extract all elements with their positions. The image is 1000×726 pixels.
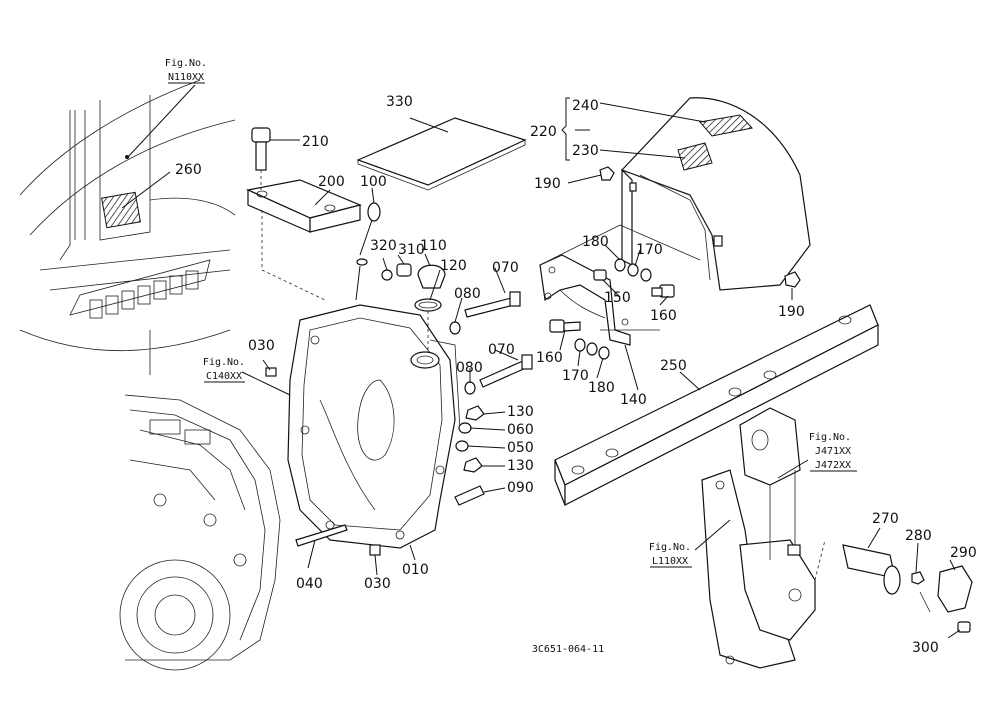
callout-240: 240 bbox=[572, 98, 599, 114]
manual-330 bbox=[356, 117, 527, 191]
bolt-070b bbox=[479, 359, 529, 388]
callout-170b: 170 bbox=[562, 368, 589, 384]
callout-110: 110 bbox=[420, 238, 447, 254]
dipstick-100 bbox=[367, 202, 381, 222]
callout-220: 220 bbox=[530, 124, 557, 140]
callout-150: 150 bbox=[604, 290, 631, 306]
callout-180b: 180 bbox=[588, 380, 615, 396]
bolt-070a-head bbox=[509, 291, 521, 307]
drawbar-250 bbox=[554, 304, 879, 506]
oring-320 bbox=[381, 269, 393, 281]
callout-230: 230 bbox=[572, 143, 599, 159]
cover-hole bbox=[629, 182, 637, 192]
callout-100: 100 bbox=[360, 174, 387, 190]
callout-290: 290 bbox=[950, 545, 977, 561]
callout-300: 300 bbox=[912, 640, 939, 656]
pin-030-lower bbox=[369, 544, 381, 556]
fig-ref-j471-code: J471XX bbox=[815, 446, 851, 457]
callout-050: 050 bbox=[507, 440, 534, 456]
fig-ref-j471-label: Fig.No. bbox=[809, 432, 851, 443]
callout-170a: 170 bbox=[636, 242, 663, 258]
fig-ref-j472-code: J472XX bbox=[815, 460, 851, 471]
cover-220 bbox=[599, 97, 811, 291]
callout-160a: 160 bbox=[650, 308, 677, 324]
label-240 bbox=[699, 114, 753, 137]
callout-270: 270 bbox=[872, 511, 899, 527]
fig-ref-n110: Fig.No. N110XX bbox=[165, 58, 207, 84]
drawing-code: 3C651-064-11 bbox=[532, 644, 604, 655]
main-housing bbox=[265, 304, 461, 556]
fig-ref-c140-label: Fig.No. bbox=[203, 357, 245, 368]
callout-250: 250 bbox=[660, 358, 687, 374]
callout-120: 120 bbox=[440, 258, 467, 274]
hitch-assembly bbox=[701, 407, 973, 669]
engine-housing bbox=[119, 394, 281, 671]
callout-080a: 080 bbox=[454, 286, 481, 302]
nut-190b bbox=[784, 271, 801, 288]
callout-190a: 190 bbox=[534, 176, 561, 192]
bolt-210 bbox=[251, 127, 271, 143]
callout-010: 010 bbox=[402, 562, 429, 578]
stud-040 bbox=[295, 524, 348, 547]
bracket-150 bbox=[539, 224, 701, 360]
fig-ref-c140-code: C140XX bbox=[206, 371, 242, 382]
fig-ref-n110-code: N110XX bbox=[168, 72, 204, 83]
fig-ref-l110-label: Fig.No. bbox=[649, 542, 691, 553]
label-230 bbox=[677, 142, 713, 171]
callout-040: 040 bbox=[296, 576, 323, 592]
callout-190b: 190 bbox=[778, 304, 805, 320]
callout-030a: 030 bbox=[248, 338, 275, 354]
pin-030-upper bbox=[265, 367, 277, 377]
callout-090: 090 bbox=[507, 480, 534, 496]
callout-210: 210 bbox=[302, 134, 329, 150]
callout-320: 320 bbox=[370, 238, 397, 254]
cap-110 bbox=[417, 264, 446, 289]
callout-060: 060 bbox=[507, 422, 534, 438]
plate-200 bbox=[246, 127, 362, 301]
bolt-070b-head bbox=[521, 354, 533, 370]
dipstick-group bbox=[355, 202, 446, 350]
callout-070a: 070 bbox=[492, 260, 519, 276]
fig-ref-l110: Fig.No. L110XX bbox=[649, 542, 692, 568]
washer-060 bbox=[458, 422, 472, 434]
bolt-300 bbox=[957, 621, 971, 633]
callout-080b: 080 bbox=[456, 360, 483, 376]
pin-270-end bbox=[883, 565, 901, 595]
fig-ref-j471: Fig.No. J471XX J472XX bbox=[809, 432, 857, 472]
bolts-right bbox=[449, 291, 533, 506]
bolt-090 bbox=[454, 485, 485, 506]
callout-070b: 070 bbox=[488, 342, 515, 358]
nut-130b bbox=[463, 457, 483, 473]
fig-ref-n110-label: Fig.No. bbox=[165, 58, 207, 69]
callout-130a: 130 bbox=[507, 404, 534, 420]
callout-200: 200 bbox=[318, 174, 345, 190]
block-290 bbox=[937, 565, 973, 613]
clip-280 bbox=[911, 571, 925, 585]
callout-180a: 180 bbox=[582, 234, 609, 250]
cab-view bbox=[19, 79, 236, 375]
nut-130a bbox=[465, 405, 485, 421]
cover-slot bbox=[713, 235, 723, 247]
callout-280: 280 bbox=[905, 528, 932, 544]
callout-310: 310 bbox=[398, 242, 425, 258]
callout-130b: 130 bbox=[507, 458, 534, 474]
callout-330: 330 bbox=[386, 94, 413, 110]
callout-160b: 160 bbox=[536, 350, 563, 366]
label-260 bbox=[101, 191, 141, 229]
callout-030b: 030 bbox=[364, 576, 391, 592]
fig-ref-l110-code: L110XX bbox=[652, 556, 688, 567]
callout-labels: 210 200 100 330 310 320 110 120 080 070 … bbox=[175, 94, 977, 656]
callout-140: 140 bbox=[620, 392, 647, 408]
washer-080b bbox=[464, 381, 476, 395]
vent-grille bbox=[89, 270, 199, 319]
plug-310 bbox=[396, 263, 412, 277]
nut-190a bbox=[599, 166, 615, 181]
washer-080a bbox=[449, 321, 461, 335]
fig-ref-c140: Fig.No. C140XX bbox=[203, 357, 245, 383]
callout-260: 260 bbox=[175, 162, 202, 178]
leader-lines bbox=[241, 97, 961, 639]
washer-050 bbox=[455, 440, 469, 452]
